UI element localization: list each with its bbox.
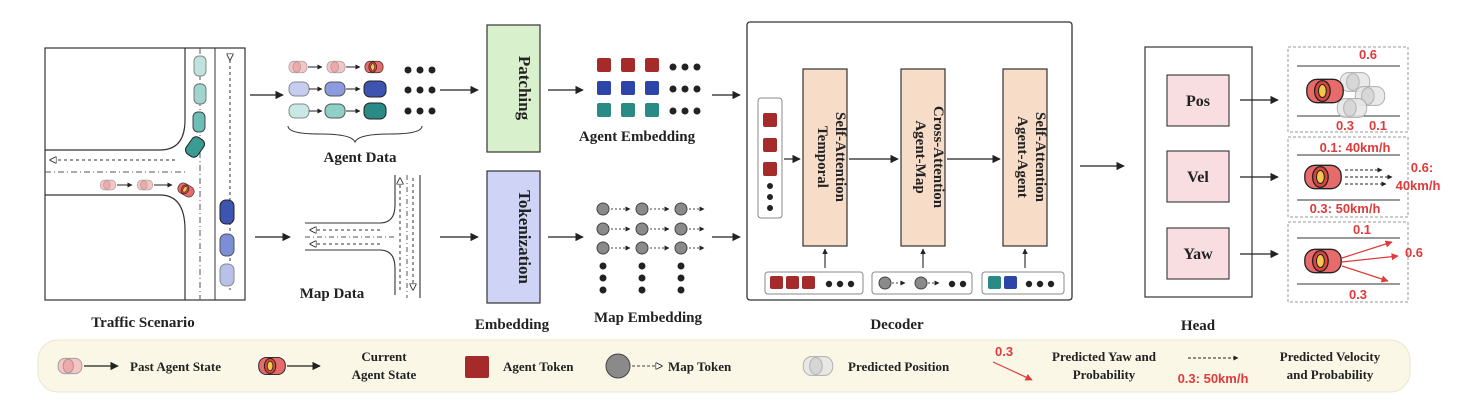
patching-block: Patching [486,24,541,153]
traffic-scenario-label: Traffic Scenario [91,315,194,331]
map-data-group [305,175,421,298]
vel-prob-right2: 40km/h [1396,178,1441,193]
temporal-self-attention-block: Temporal Self-Attention [802,68,848,247]
agent-row-red [288,60,436,74]
map-token-icon [605,353,631,379]
legend-current-l2: Agent State [352,367,417,382]
traffic-scenario-panel [44,47,246,301]
scenario-blue-agent [219,199,235,287]
pos-prob-top: 0.6 [1359,47,1377,62]
cross-input-tokens [871,271,973,295]
vel-prob-right1: 0.6: [1411,160,1433,175]
predicted-yaw-icon [992,361,1033,381]
head-vel-label: Vel [1187,169,1209,186]
decoder-label: Decoder [870,317,924,333]
legend-yaw-l1: Predicted Yaw and [1052,349,1157,364]
agent-embedding-label: Agent Embedding [579,129,696,145]
vel-prob-top: 0.1: 40km/h [1320,140,1391,155]
embedding-label: Embedding [475,317,550,333]
legend-vel-l2: and Probability [1287,367,1374,382]
pos-output-panel: 0.6 0.3 0.1 [1287,46,1409,133]
agent-data-label: Agent Data [324,150,397,166]
legend-map-token: Map Token [668,359,732,374]
legend: Past Agent State Current Agent State Age… [37,339,1411,393]
head-pos-label: Pos [1186,93,1210,110]
agent-map-cross-attention-block: Agent-Map Cross-Attention [900,68,946,247]
yaw-prob-top: 0.1 [1353,222,1371,237]
vel-output-panel: 0.1: 40km/h 0.6: 40km/h 0.3: 50km/h [1287,136,1441,218]
agent-row-teal [288,102,436,120]
agent-token-icon [465,356,489,378]
agent-agent-line2: Self-Attention [1032,112,1048,203]
vel-prob-bottom: 0.3: 50km/h [1310,201,1381,216]
legend-agent-token: Agent Token [503,359,574,374]
temporal-line2: Self-Attention [832,112,848,203]
past-agent-state-icon [57,357,83,375]
temporal-line1: Temporal [814,126,830,188]
legend-yaw-l2: Probability [1073,367,1136,382]
pos-prob-br: 0.1 [1369,118,1387,133]
yaw-prob-bottom: 0.3 [1349,287,1367,302]
cross-line1: Agent-Map [912,120,928,193]
current-agent-state-icon [258,356,286,376]
agent-row-blue [288,80,436,98]
patching-label: Patching [515,56,534,121]
scenario-frame [44,47,246,301]
scenario-red-agent [100,179,197,200]
head-vel-box [1166,150,1230,203]
head-yaw-label: Yaw [1183,246,1213,263]
cross-line2: Cross-Attention [930,106,946,209]
map-embedding-grid [596,202,705,294]
agent-agent-input-tokens [981,271,1065,295]
legend-vel-value: 0.3: 50km/h [1178,371,1249,386]
head-label: Head [1181,318,1216,334]
legend-yaw-value: 0.3 [995,344,1013,359]
head-yaw-box [1166,227,1230,280]
agent-agent-line1: Agent-Agent [1014,116,1030,198]
temporal-input-tokens [764,271,864,295]
agent-agent-self-attention-block: Agent-Agent Self-Attention [1002,68,1048,247]
map-embedding-label: Map Embedding [594,310,702,326]
agent-data-group [287,60,436,144]
yaw-prob-right: 0.6 [1405,245,1423,260]
head-panel: Pos Vel Yaw [1144,46,1253,298]
tokenization-label: Tokenization [515,190,534,284]
predicted-position-icon [802,356,834,376]
pos-prob-bl: 0.3 [1336,118,1354,133]
head-pos-box [1166,74,1230,127]
legend-vel-l1: Predicted Velocity [1280,349,1381,364]
map-data-label: Map Data [300,286,365,302]
legend-current-l1: Current [361,349,407,364]
scenario-teal-agent [184,55,207,158]
yaw-output-panel: 0.1 0.6 0.3 [1287,221,1423,303]
legend-predicted-position: Predicted Position [848,359,950,374]
legend-past-agent-state: Past Agent State [130,359,221,374]
agent-embedding-grid [597,58,701,117]
tokenization-block: Tokenization [486,170,541,304]
agent-token-column [757,97,783,219]
decoder-panel: Temporal Self-Attention Agent-Map Cross-… [746,21,1073,301]
